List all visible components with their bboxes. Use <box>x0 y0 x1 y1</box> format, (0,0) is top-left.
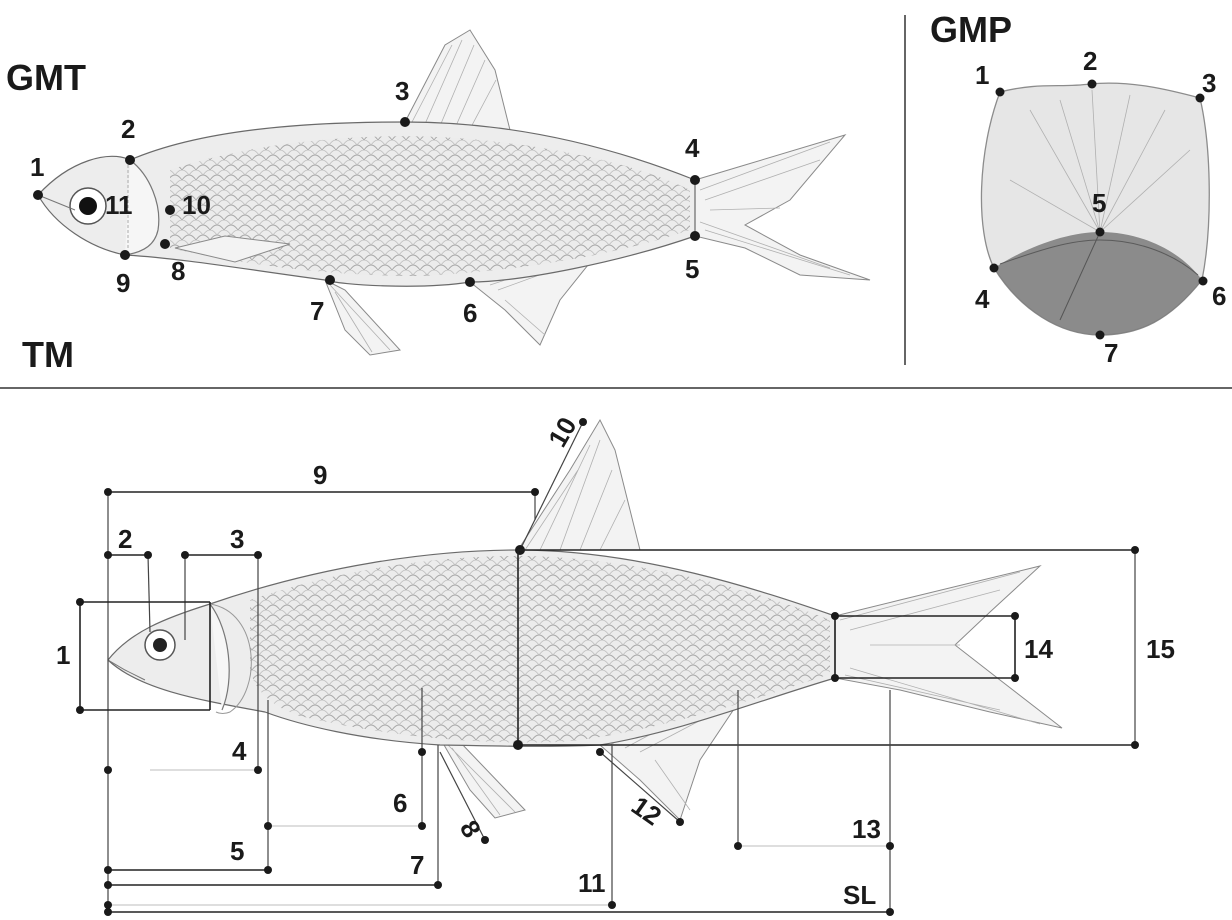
tm-label-10: 10 <box>542 412 582 452</box>
gmt-label-3: 3 <box>395 76 409 106</box>
tm-label-5: 5 <box>230 836 244 866</box>
tm-fish-illustration <box>108 420 1062 820</box>
tm-label-6: 6 <box>393 788 407 818</box>
tm-label-1: 1 <box>56 640 70 670</box>
gmp-label-3: 3 <box>1202 68 1216 98</box>
gmt-label-1: 1 <box>30 152 44 182</box>
section-title-gmt: GMT <box>6 57 86 98</box>
tm-label-11: 11 <box>578 868 606 898</box>
gmt-label-4: 4 <box>685 133 700 163</box>
tm-label-15: 15 <box>1146 634 1175 664</box>
gmt-point-7 <box>325 275 335 285</box>
gmt-label-6: 6 <box>463 298 477 328</box>
tm-label-sl: SL <box>843 880 876 910</box>
gmp-point-1 <box>996 88 1005 97</box>
gmp-point-4 <box>990 264 999 273</box>
gmt-point-5 <box>690 231 700 241</box>
gmt-point-2 <box>125 155 135 165</box>
section-title-gmp: GMP <box>930 9 1012 50</box>
section-title-tm: TM <box>22 334 74 375</box>
gmp-label-4: 4 <box>975 284 990 314</box>
tm-label-14: 14 <box>1024 634 1053 664</box>
gmp-label-2: 2 <box>1083 46 1097 76</box>
tm-label-2: 2 <box>118 524 132 554</box>
gmp-label-7: 7 <box>1104 338 1118 368</box>
tm-label-3: 3 <box>230 524 244 554</box>
gmt-label-5: 5 <box>685 254 699 284</box>
gmt-label-10: 10 <box>182 190 211 220</box>
gmt-point-3 <box>400 117 410 127</box>
gmt-point-6 <box>465 277 475 287</box>
gmp-label-1: 1 <box>975 60 989 90</box>
gmt-label-9: 9 <box>116 268 130 298</box>
gmt-point-1 <box>33 190 43 200</box>
gmp-point-5 <box>1096 228 1105 237</box>
gmt-point-9 <box>120 250 130 260</box>
tm-label-13: 13 <box>852 814 881 844</box>
gmt-fish-illustration <box>38 30 870 355</box>
gmt-point-8 <box>160 239 170 249</box>
tm-label-7: 7 <box>410 850 424 880</box>
gmt-point-4 <box>690 175 700 185</box>
gmt-point-10 <box>165 205 175 215</box>
gmt-label-7: 7 <box>310 296 324 326</box>
gmp-label-6: 6 <box>1212 281 1226 311</box>
gmt-label-2: 2 <box>121 114 135 144</box>
tm-label-9: 9 <box>313 460 327 490</box>
gmp-label-5: 5 <box>1092 188 1106 218</box>
gmt-label-11: 11 <box>105 190 133 220</box>
gmp-point-2 <box>1088 80 1097 89</box>
gmp-point-6 <box>1199 277 1208 286</box>
tm-label-4: 4 <box>232 736 247 766</box>
gmt-label-8: 8 <box>171 256 185 286</box>
